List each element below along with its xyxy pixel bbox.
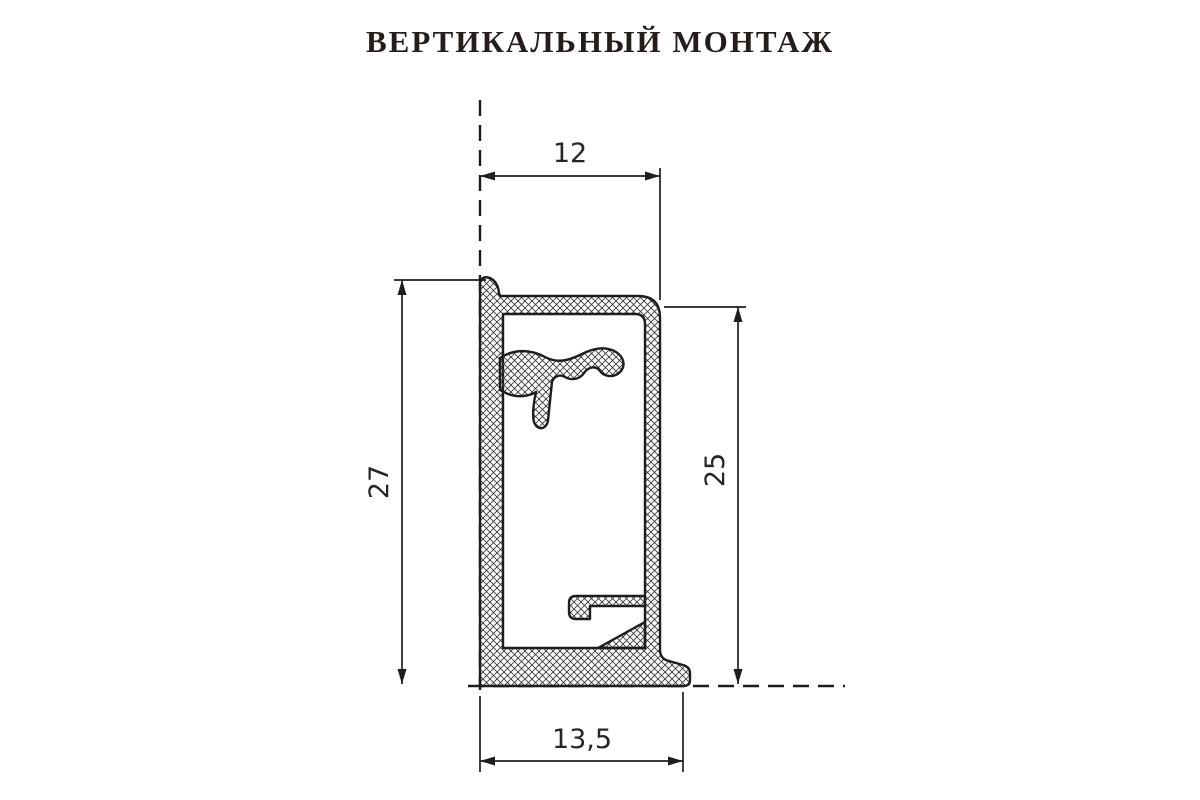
gasket-lip (498, 347, 625, 430)
dimension-bottom-width: 13,5 (479, 692, 684, 772)
dimension-left-height: 27 (364, 279, 486, 684)
arrowhead-left-icon (480, 756, 495, 766)
dimension-label-bottom-width: 13,5 (552, 724, 612, 755)
arrowhead-right-icon (645, 171, 660, 181)
arrowhead-bottom-icon (733, 669, 743, 684)
arrowhead-left-icon (480, 171, 495, 181)
clip-shelf (567, 594, 647, 621)
gusset-wedge (596, 620, 647, 650)
arrowhead-top-icon (733, 307, 743, 322)
dimension-label-top-width: 12 (553, 138, 587, 169)
profile-body (478, 276, 692, 688)
arrowhead-top-icon (397, 280, 407, 295)
dimension-label-left-height: 27 (364, 465, 395, 499)
dimension-label-right-height: 25 (700, 453, 731, 487)
dimension-right-height: 25 (664, 306, 746, 684)
arrowhead-right-icon (668, 756, 683, 766)
page-title: ВЕРТИКАЛЬНЫЙ МОНТАЖ (366, 24, 834, 59)
arrowhead-bottom-icon (397, 669, 407, 684)
dimension-top-width: 12 (480, 138, 661, 300)
